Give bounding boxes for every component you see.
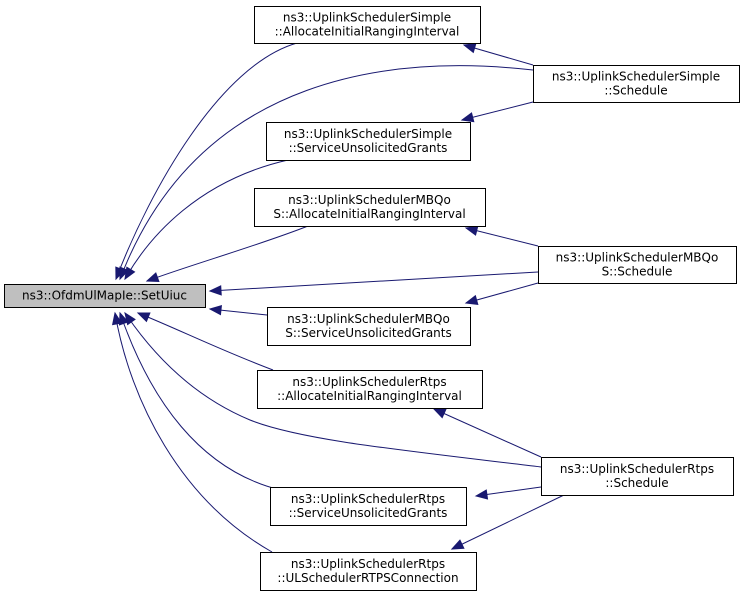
edge-line — [465, 227, 539, 247]
edge-line — [451, 494, 565, 550]
node-box — [538, 246, 737, 284]
node-label-line: ns3::UplinkSchedulerMBQo — [287, 312, 450, 326]
edge-line — [465, 282, 539, 304]
edge-line — [146, 225, 309, 282]
node-rtps_sched[interactable]: ns3::UplinkSchedulerRtps::Schedule — [541, 457, 734, 496]
node-label-line: ns3::UplinkSchedulerRtps — [291, 557, 445, 571]
arrow-head-icon — [208, 285, 222, 296]
edge-simple_service-to-setuiuc — [124, 159, 289, 281]
node-label-line: ns3::UplinkSchedulerRtps — [560, 462, 714, 476]
arrow-head-icon — [124, 266, 136, 281]
node-label-line: ns3::OfdmUlMapIe::SetUiuc — [22, 289, 187, 303]
edge-mbqos_sched-to-mbqos_service — [464, 282, 539, 305]
node-label-line: ns3::UplinkSchedulerMBQo — [556, 251, 719, 265]
node-simple_service[interactable]: ns3::UplinkSchedulerSimple::ServiceUnsol… — [266, 122, 471, 161]
node-box — [270, 487, 467, 526]
edge-rtps_alloc-to-setuiuc — [136, 312, 274, 371]
nodes-layer: ns3::OfdmUlMapIe::SetUiucns3::UplinkSche… — [4, 6, 740, 591]
edge-line — [137, 312, 274, 371]
node-label-line: ::ULSchedulerRTPSConnection — [277, 571, 458, 585]
node-box — [266, 122, 471, 161]
arrow-head-icon — [111, 311, 123, 326]
edges-layer — [111, 42, 565, 553]
node-rtps_alloc[interactable]: ns3::UplinkSchedulerRtps::AllocateInitia… — [257, 370, 483, 409]
edge-simple_sched-to-simple_service — [460, 101, 534, 123]
node-label-line: ::AllocateInitialRangingInterval — [277, 389, 462, 403]
edge-simple_sched-to-simple_alloc — [462, 43, 534, 66]
edge-line — [124, 159, 289, 280]
node-simple_alloc[interactable]: ns3::UplinkSchedulerSimple::AllocateInit… — [254, 6, 481, 44]
arrow-head-icon — [208, 304, 222, 316]
arrow-head-icon — [460, 112, 475, 123]
edge-line — [119, 312, 281, 491]
node-box — [257, 370, 483, 409]
node-label-line: ::ServiceUnsolicitedGrants — [289, 506, 448, 520]
node-label-line: ::Schedule — [605, 476, 668, 490]
arrow-head-icon — [432, 408, 447, 419]
node-label-line: ns3::UplinkSchedulerSimple — [552, 70, 720, 84]
node-rtps_service[interactable]: ns3::UplinkSchedulerRtps::ServiceUnsolic… — [270, 487, 467, 526]
node-label-line: ::Schedule — [604, 84, 667, 98]
arrow-head-icon — [450, 539, 465, 550]
node-setuiuc[interactable]: ns3::OfdmUlMapIe::SetUiuc — [4, 284, 206, 308]
arrow-head-icon — [145, 272, 160, 283]
edge-line — [461, 101, 534, 121]
node-rtps_conn[interactable]: ns3::UplinkSchedulerRtps::ULSchedulerRTP… — [260, 552, 477, 591]
node-box — [541, 457, 734, 496]
node-label-line: ns3::UplinkSchedulerSimple — [283, 11, 451, 25]
arrow-head-icon — [118, 311, 129, 326]
node-box — [254, 188, 486, 227]
node-label-line: S::AllocateInitialRangingInterval — [273, 207, 465, 221]
edge-mbqos_sched-to-mbqos_alloc — [464, 225, 539, 247]
node-box — [254, 6, 481, 44]
edge-line — [209, 271, 539, 292]
node-label-line: ns3::UplinkSchedulerRtps — [291, 492, 445, 506]
edge-simple_sched-to-setuiuc — [119, 65, 534, 281]
node-label-line: ns3::UplinkSchedulerMBQo — [288, 193, 451, 207]
edge-line — [114, 312, 273, 553]
node-label-line: ns3::UplinkSchedulerRtps — [292, 375, 446, 389]
arrow-head-icon — [474, 489, 489, 500]
edge-rtps_conn-to-setuiuc — [111, 311, 273, 553]
node-mbqos_alloc[interactable]: ns3::UplinkSchedulerMBQoS::AllocateIniti… — [254, 188, 486, 227]
node-label-line: ::ServiceUnsolicitedGrants — [289, 141, 448, 155]
node-box — [267, 307, 471, 346]
edge-line — [119, 65, 534, 280]
edge-rtps_service-to-setuiuc — [118, 311, 281, 491]
edge-rtps_sched-to-rtps_conn — [450, 494, 565, 550]
node-label-line: ns3::UplinkSchedulerSimple — [284, 127, 452, 141]
node-box — [533, 65, 740, 103]
edge-rtps_sched-to-rtps_alloc — [432, 408, 542, 458]
arrow-head-icon — [464, 294, 479, 305]
edge-mbqos_service-to-setuiuc — [208, 304, 268, 316]
node-label-line: S::Schedule — [602, 265, 673, 279]
edge-line — [463, 44, 534, 66]
node-simple_sched[interactable]: ns3::UplinkSchedulerSimple::Schedule — [533, 65, 740, 103]
node-label-line: S::ServiceUnsolicitedGrants — [285, 326, 452, 340]
edge-mbqos_alloc-to-setuiuc — [145, 225, 309, 283]
edge-rtps_sched-to-rtps_service — [474, 486, 542, 500]
node-label-line: ::AllocateInitialRangingInterval — [275, 25, 460, 39]
edge-line — [433, 408, 542, 458]
edge-mbqos_sched-to-setuiuc — [208, 271, 539, 296]
node-box — [260, 552, 477, 591]
node-mbqos_service[interactable]: ns3::UplinkSchedulerMBQoS::ServiceUnsoli… — [267, 307, 471, 346]
edge-line — [124, 312, 542, 468]
edge-line — [115, 42, 298, 280]
node-box — [4, 284, 206, 308]
arrow-head-icon — [464, 225, 479, 236]
arrow-head-icon — [136, 312, 151, 323]
arrow-head-icon — [462, 43, 477, 54]
